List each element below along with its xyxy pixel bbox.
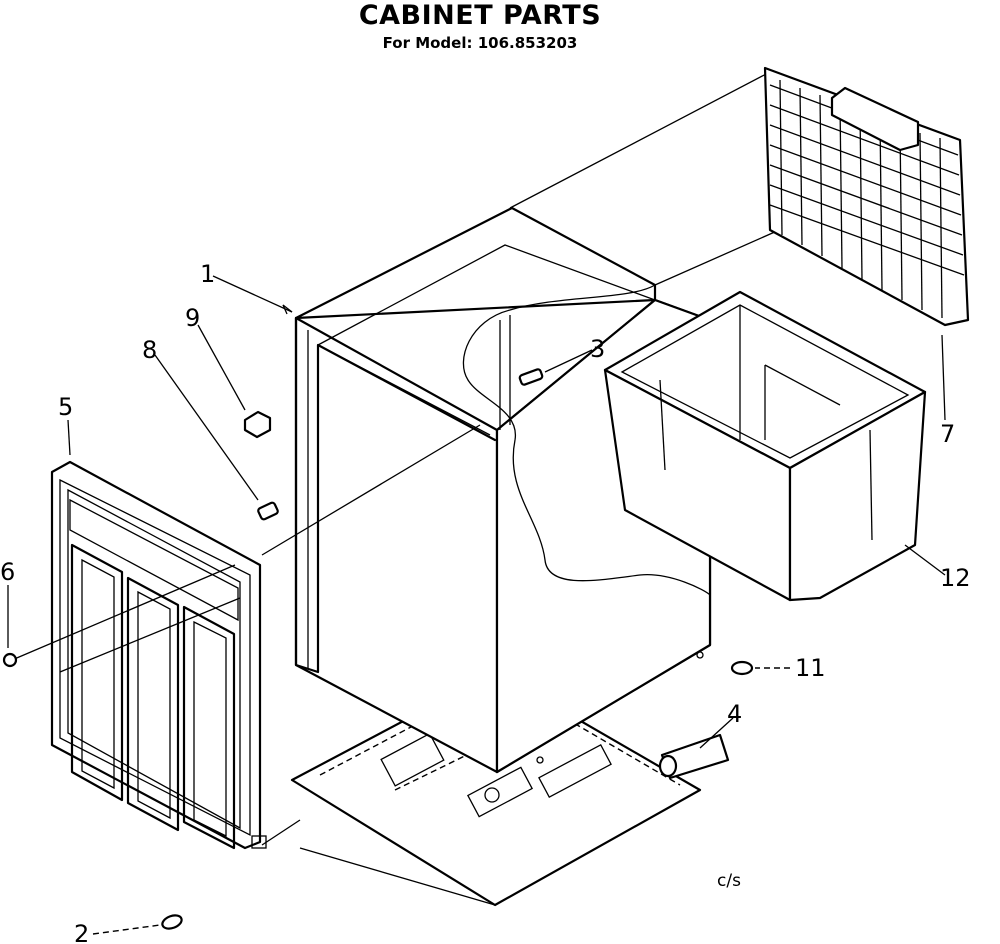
part-6-washer [2,652,18,668]
callout-3: 3 [590,335,605,363]
callout-8: 8 [142,336,157,364]
storage-bucket [603,290,927,602]
part-3-clip [518,368,544,386]
part-2-screw [161,914,183,930]
rear-grille [763,66,970,327]
leader-lines [7,275,946,935]
callout-4: 4 [727,700,742,728]
callout-12: 12 [940,564,971,592]
callout-9: 9 [185,304,200,332]
part-9-block [243,410,272,439]
part-11-screw [730,660,754,676]
hardware-parts [2,368,754,930]
page-subtitle: For Model: 106.853203 [382,34,578,52]
footer-note: c/s [717,871,741,891]
part-8-pin [257,501,279,521]
callout-11: 11 [795,654,826,682]
callout-6: 6 [0,558,15,586]
callout-5: 5 [58,393,73,421]
callout-2: 2 [74,920,89,944]
callout-1: 1 [200,260,215,288]
callout-labels: 1 2 3 4 5 6 7 8 9 11 12 c/s [0,260,971,944]
callout-7: 7 [940,420,955,448]
door-assembly [50,460,267,850]
page-title: CABINET PARTS [358,0,602,31]
